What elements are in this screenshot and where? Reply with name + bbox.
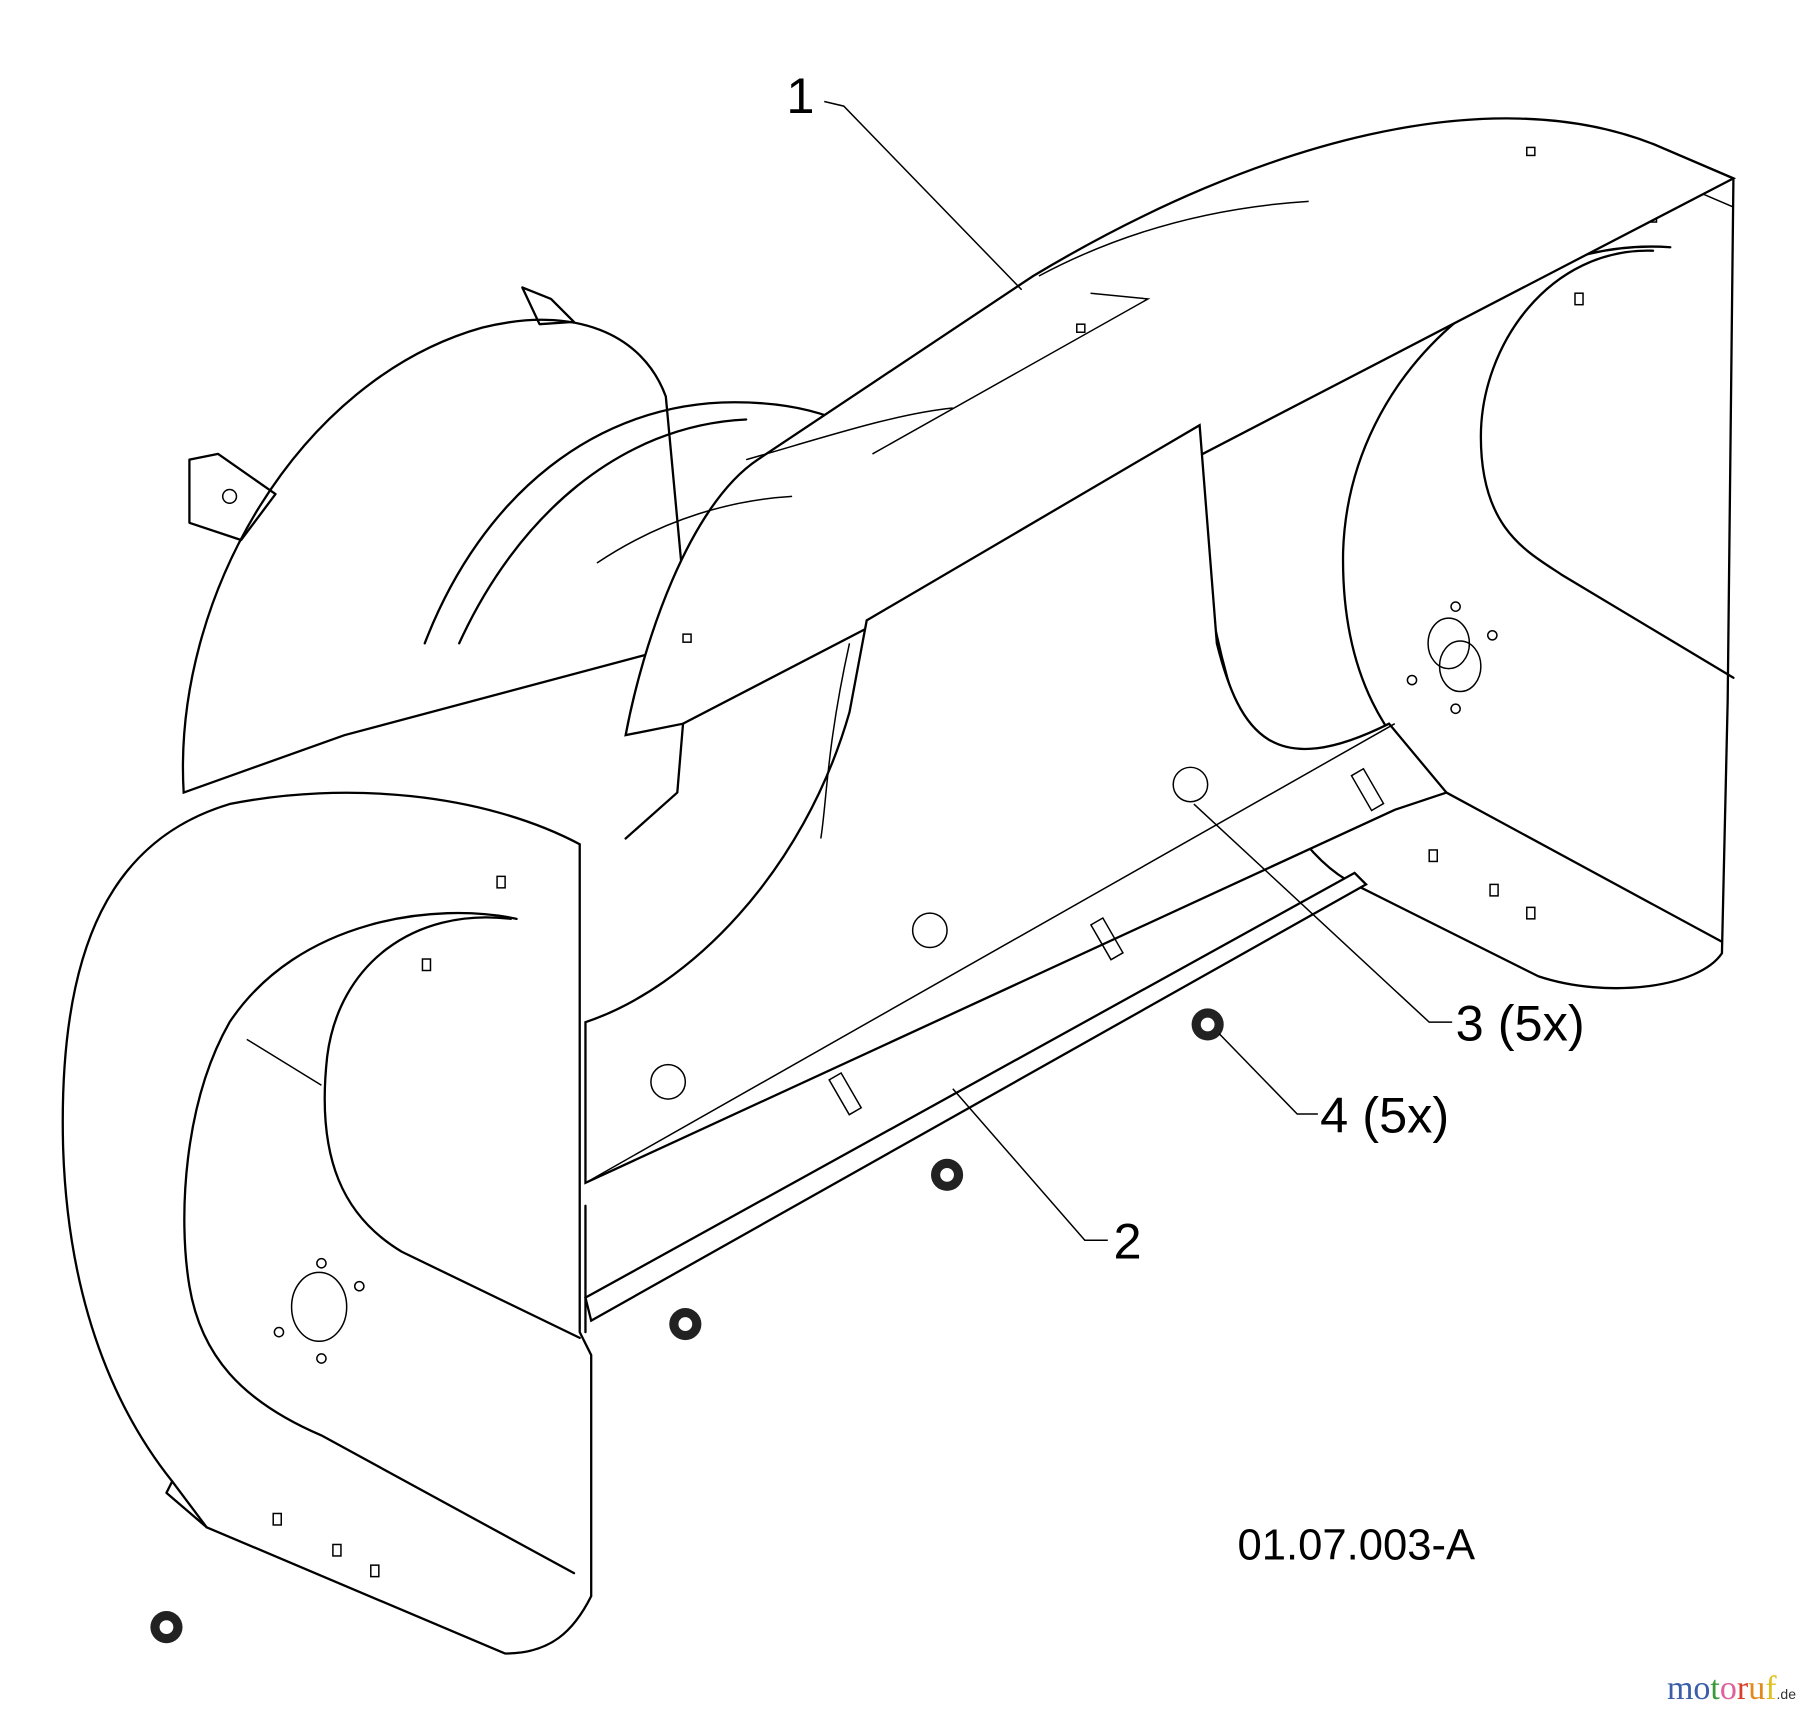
callout-4: 4 (5x) xyxy=(1218,1033,1449,1143)
hex-nut xyxy=(930,1158,964,1191)
watermark-letter: o xyxy=(1693,1670,1711,1707)
callout-label-4: 4 (5x) xyxy=(1320,1086,1449,1143)
watermark-letter: o xyxy=(1719,1670,1737,1707)
drawing-code: 01.07.003-A xyxy=(1238,1521,1476,1569)
watermark-suffix: .de xyxy=(1776,1686,1796,1702)
auger-housing-left-front xyxy=(61,791,593,1655)
hex-nut xyxy=(150,1611,183,1644)
hex-nut xyxy=(1191,1008,1224,1041)
callout-label-1: 1 xyxy=(786,67,814,124)
watermark-logo: motoruf.de xyxy=(1667,1670,1796,1708)
callout-1: 1 xyxy=(786,67,1023,291)
callout-label-2: 2 xyxy=(1114,1213,1142,1270)
hex-nut xyxy=(669,1308,702,1341)
auger-housing-back-left xyxy=(181,286,851,795)
scraper-bar xyxy=(584,871,1368,1334)
watermark-text: motoruf xyxy=(1667,1670,1777,1708)
callout-label-3: 3 (5x) xyxy=(1456,995,1585,1052)
watermark-letter: u xyxy=(1748,1670,1766,1707)
watermark-letter: t xyxy=(1710,1670,1720,1707)
callout-2: 2 xyxy=(952,1088,1142,1270)
rear-panel xyxy=(584,423,1449,1185)
callout-3: 3 (5x) xyxy=(1193,803,1585,1052)
watermark-letter: f xyxy=(1765,1670,1777,1707)
watermark-letter: r xyxy=(1736,1670,1749,1707)
top-beam xyxy=(596,117,1737,840)
watermark-letter: m xyxy=(1666,1670,1694,1707)
